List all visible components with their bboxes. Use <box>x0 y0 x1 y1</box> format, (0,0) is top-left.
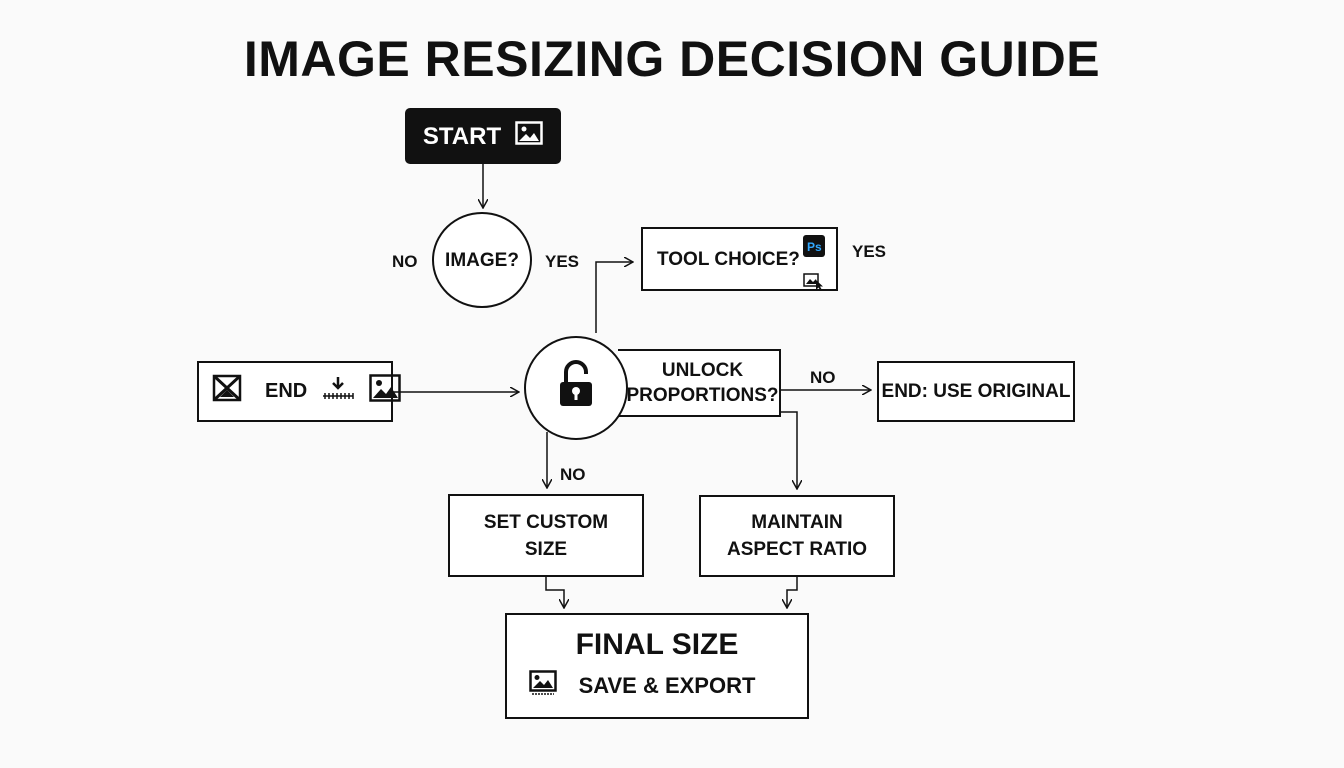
photoshop-icon: Ps <box>803 235 825 265</box>
svg-text:Ps: Ps <box>807 240 822 254</box>
end-left-node: END <box>197 361 401 422</box>
image-yes-label: YES <box>545 252 580 271</box>
download-icon <box>321 376 355 408</box>
unlock-circle <box>524 336 628 440</box>
unlocked-padlock-icon <box>556 360 596 416</box>
unlock-proportions-node: UNLOCK PROPORTIONS? <box>618 349 781 417</box>
tool-choice-label: TOOL CHOICE? <box>657 248 800 270</box>
edge-aspect-to-final <box>787 577 798 608</box>
image-icon <box>369 373 401 410</box>
set-custom-size-node: SET CUSTOM SIZE <box>448 494 644 577</box>
image-icon <box>515 121 543 151</box>
custom-size-line2: SIZE <box>524 538 568 560</box>
maintain-aspect-ratio-node: MAINTAIN ASPECT RATIO <box>699 495 895 577</box>
unlock-no-right-label: NO <box>810 368 836 387</box>
unlock-label-line1: UNLOCK <box>661 360 744 381</box>
final-size-node: FINAL SIZE SAVE & EXPORT <box>505 613 809 719</box>
tool-icons: Ps <box>803 235 825 299</box>
start-label: START <box>422 122 502 150</box>
tool-yes-label: YES <box>852 242 887 261</box>
image-cursor-icon <box>803 271 825 299</box>
image-icon <box>528 669 557 702</box>
image-no-label: NO <box>392 252 418 271</box>
tool-choice-node: TOOL CHOICE? Ps <box>641 227 838 291</box>
custom-size-line1: SET CUSTOM <box>483 511 609 533</box>
crossed-image-icon <box>211 373 243 411</box>
image-decision-node: IMAGE? <box>432 212 532 308</box>
end-use-original-node: END: USE ORIGINAL <box>877 361 1075 422</box>
edge-custom-to-final <box>545 577 564 608</box>
aspect-line1: MAINTAIN <box>751 512 843 533</box>
aspect-line2: ASPECT RATIO <box>726 539 868 560</box>
diagram-title: IMAGE RESIZING DECISION GUIDE <box>243 31 1101 87</box>
end-left-label: END <box>265 380 308 402</box>
unlock-label-line2: PROPORTIONS? <box>626 385 779 406</box>
final-action-row: SAVE & EXPORT <box>528 669 756 702</box>
save-export-label: SAVE & EXPORT <box>578 673 756 698</box>
edge-unlock-to-aspect <box>781 411 797 489</box>
edge-yes-to-tool <box>595 262 633 333</box>
start-node: START <box>405 108 561 164</box>
final-size-title: FINAL SIZE <box>575 627 739 661</box>
unlock-no-down-label: NO <box>560 465 586 484</box>
